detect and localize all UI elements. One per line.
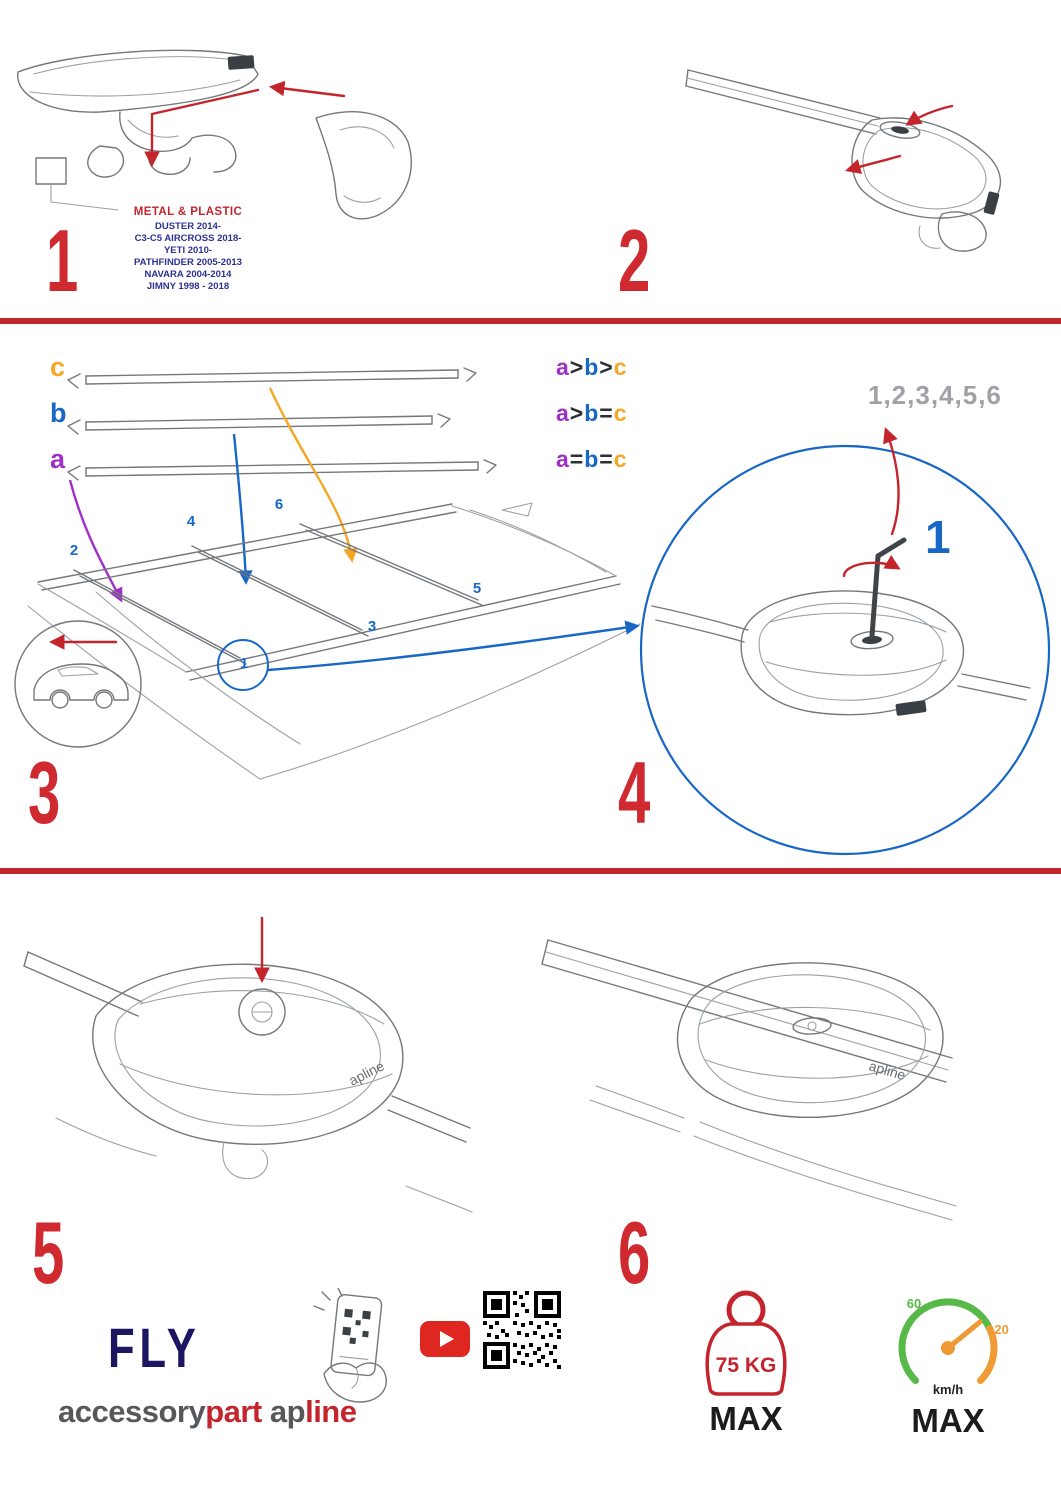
legend-row-1: a>b>c bbox=[556, 356, 628, 379]
position-2: 2 bbox=[69, 542, 79, 559]
guide-arrow-b bbox=[232, 433, 253, 585]
section-divider bbox=[0, 868, 1061, 874]
car-direction-badge bbox=[14, 620, 142, 748]
crossbar-a-drawing bbox=[67, 459, 497, 481]
bar-label-a: a bbox=[50, 444, 66, 474]
model-item: DUSTER 2014- bbox=[155, 221, 221, 232]
legend-term: c bbox=[613, 354, 628, 380]
sequence-arrow bbox=[883, 427, 900, 536]
wordmark-ap: ap bbox=[269, 1394, 306, 1429]
model-item: C3-C5 AIRCROSS 2018- bbox=[134, 233, 242, 244]
panel2-arrow-slot bbox=[905, 104, 954, 126]
zoom-step-number: 1 bbox=[925, 511, 951, 563]
panel2-bar-drawing bbox=[685, 69, 881, 135]
step-number-2: 2 bbox=[618, 211, 651, 310]
weight-value: 75 KG bbox=[716, 1354, 777, 1377]
position-5: 5 bbox=[472, 580, 482, 597]
panel5-foot-drawing: apline bbox=[23, 951, 473, 1213]
allen-key bbox=[869, 553, 881, 639]
position-1-circle bbox=[217, 639, 269, 691]
tightening-sequence: 1,2,3,4,5,6 bbox=[868, 380, 1002, 410]
brand-logo: FLY bbox=[108, 1316, 201, 1379]
weight-max-label: MAX bbox=[709, 1400, 783, 1437]
section1-drawing bbox=[17, 49, 1001, 252]
zoom-link-arrow bbox=[267, 620, 640, 672]
legend-term: a bbox=[556, 446, 570, 472]
roof-drawing bbox=[27, 502, 641, 780]
lock-knob bbox=[238, 988, 286, 1036]
model-list: DUSTER 2014- C3-C5 AIRCROSS 2018- YETI 2… bbox=[88, 221, 288, 293]
product-brand-text: apline bbox=[346, 1057, 387, 1088]
zoom-foot-drawing bbox=[651, 537, 1031, 716]
legend-term: b bbox=[584, 400, 600, 426]
product-brand-text: apline bbox=[867, 1058, 908, 1084]
step-number-4: 4 bbox=[618, 743, 651, 842]
step-number-6: 6 bbox=[618, 1203, 651, 1302]
wordmark-part: part bbox=[205, 1394, 262, 1429]
position-1: 1 bbox=[239, 655, 249, 672]
speed-unit-label: km/h bbox=[932, 1382, 964, 1397]
position-3: 3 bbox=[367, 618, 377, 635]
model-item: YETI 2010- bbox=[163, 245, 213, 256]
panel1-arrow-clamp bbox=[144, 88, 260, 168]
legend-operator: > bbox=[599, 354, 614, 380]
panel1-crossbar-drawing bbox=[17, 49, 259, 113]
panel1-clamp-drawing bbox=[35, 111, 237, 211]
panel1-arrow-cover bbox=[268, 80, 346, 98]
step-number-1: 1 bbox=[46, 211, 79, 310]
position-6: 6 bbox=[274, 496, 284, 513]
guide-arrow-c bbox=[268, 387, 358, 563]
brand-badge bbox=[983, 191, 1000, 215]
guide-arrow-a bbox=[68, 479, 123, 603]
panel1-cover-drawing bbox=[315, 111, 412, 220]
legend-term: c bbox=[613, 400, 628, 426]
legend-operator: = bbox=[599, 400, 614, 426]
legend-operator: > bbox=[569, 400, 585, 426]
model-item: PATHFINDER 2005-2013 bbox=[134, 257, 242, 268]
position-4: 4 bbox=[186, 513, 196, 530]
legend-term: a bbox=[556, 400, 570, 426]
speedometer-icon: 60 120 bbox=[898, 1296, 1009, 1384]
qr-code bbox=[481, 1289, 563, 1371]
legend-operator: = bbox=[569, 446, 585, 472]
scan-phone-icon bbox=[313, 1288, 387, 1403]
model-item: JIMNY 1998 - 2018 bbox=[146, 281, 230, 292]
legend-term: a bbox=[556, 354, 570, 380]
material-label: METAL & PLASTIC bbox=[133, 206, 243, 218]
legend-operator: = bbox=[599, 446, 614, 472]
legend-term: b bbox=[584, 446, 600, 472]
section3-drawing: apline apline bbox=[23, 916, 957, 1221]
legend-term: c bbox=[613, 446, 628, 472]
step-number-3: 3 bbox=[28, 743, 61, 842]
legend-term: b bbox=[584, 354, 600, 380]
zoom-circle bbox=[639, 444, 1051, 856]
model-item: NAVARA 2004-2014 bbox=[144, 269, 232, 280]
allen-key-handle bbox=[875, 537, 907, 559]
panel2-foot-drawing bbox=[851, 117, 1001, 252]
speed-low-label: 60 bbox=[907, 1296, 921, 1311]
company-wordmark: accessorypart apline bbox=[58, 1394, 357, 1429]
brand-badge bbox=[227, 55, 255, 70]
crossbar-c-drawing bbox=[67, 367, 477, 389]
speed-high-label: 120 bbox=[987, 1322, 1009, 1337]
speed-max-label: MAX bbox=[911, 1402, 985, 1439]
youtube-icon bbox=[420, 1321, 470, 1357]
callout-box bbox=[35, 157, 67, 185]
section-divider bbox=[0, 318, 1061, 324]
step-number-5: 5 bbox=[32, 1203, 65, 1302]
bar-label-c: c bbox=[50, 352, 66, 382]
legend-row-3: a=b=c bbox=[556, 448, 628, 471]
legend-operator: > bbox=[569, 354, 585, 380]
bar-label-b: b bbox=[50, 398, 67, 428]
crossbar-b-drawing bbox=[67, 413, 451, 435]
panel6-foot-drawing: apline bbox=[541, 939, 957, 1221]
wordmark-accessory: accessory bbox=[58, 1394, 206, 1429]
section2-drawing bbox=[14, 367, 1051, 856]
weight-icon: 75 KG bbox=[705, 1290, 787, 1396]
rotate-arrow bbox=[842, 555, 901, 578]
brand-badge bbox=[895, 700, 927, 716]
legend-row-2: a>b=c bbox=[556, 402, 628, 425]
wordmark-line: line bbox=[305, 1394, 357, 1429]
panel2-arrow-bar bbox=[845, 154, 902, 175]
